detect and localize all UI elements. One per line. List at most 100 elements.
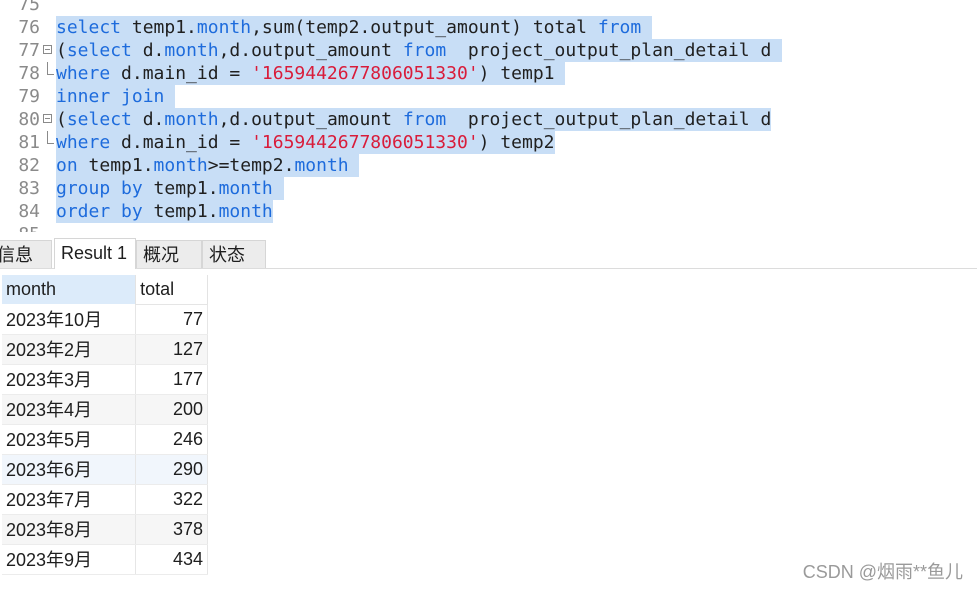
tab-info[interactable]: 信息 [0,240,52,268]
sql-identifier: ,sum(temp2.output_amount) total [251,17,598,38]
cell-total[interactable]: 322 [135,484,208,515]
column-header-month[interactable]: month [2,275,137,304]
column-header-total[interactable]: total [135,275,208,305]
code-text: (select d.month,d.output_amount from pro… [56,108,772,131]
watermark: CSDN @烟雨**鱼儿 [802,562,963,582]
sql-identifier: temp1. [77,155,154,176]
sql-identifier: d.main_id = [110,132,252,153]
cell-total[interactable]: 378 [135,514,208,545]
code-text: select temp1.month,sum(temp2.output_amou… [56,16,653,39]
sql-keyword: select [66,109,132,130]
code-text: order by temp1.month [56,200,273,223]
code-line[interactable]: 77 (select d.month,d.output_amount from p… [0,39,977,62]
line-number: 84 [18,201,40,222]
cell-month[interactable]: 2023年5月 [2,424,137,455]
sql-identifier: ,d.output_amount [218,40,403,61]
line-number: 76 [18,17,40,38]
sql-identifier: ) temp2 [478,132,555,153]
cell-month[interactable]: 2023年10月 [2,304,137,335]
sql-identifier [641,17,652,38]
code-line[interactable]: 85 [0,223,977,232]
line-number: 78 [18,63,40,84]
sql-keyword: month [196,17,252,38]
sql-string: '1659442677806051330' [251,63,479,84]
line-number: 75 [18,0,40,15]
sql-identifier: d. [131,40,165,61]
sql-keyword: month [164,40,219,61]
line-number: 80 [18,109,40,130]
cell-total[interactable]: 246 [135,424,208,455]
sql-identifier: temp1. [121,17,197,38]
sql-identifier [273,178,284,199]
cell-total[interactable]: 77 [135,304,208,335]
code-line[interactable]: 83 group by temp1.month [0,177,977,200]
code-line[interactable]: 84 order by temp1.month [0,200,977,223]
fold-collapse-icon[interactable] [42,108,54,131]
code-line[interactable]: 78 where d.main_id = '1659442677806051330… [0,62,977,85]
sql-identifier: ( [56,109,67,130]
code-text: inner join [56,85,176,108]
code-text: on temp1.month>=temp2.month [56,154,360,177]
code-text: group by temp1.month [56,177,284,200]
cell-month[interactable]: 2023年8月 [2,514,137,545]
cell-month[interactable]: 2023年2月 [2,334,137,365]
sql-identifier: ,d.output_amount [218,109,403,130]
sql-keyword: month [218,201,273,222]
sql-identifier: d.main_id = [110,63,252,84]
cell-total[interactable]: 177 [135,364,208,395]
tab-result-1[interactable]: Result 1 [54,238,136,269]
code-text: where d.main_id = '1659442677806051330')… [56,62,566,85]
cell-month[interactable]: 2023年9月 [2,544,137,575]
tab-overview[interactable]: 概况 [136,240,202,268]
cell-total[interactable]: 127 [135,334,208,365]
result-tabbar: 信息 Result 1 概况 状态 [0,238,977,269]
sql-identifier: project_output_plan_detail d [446,40,783,61]
fold-end-icon [42,131,54,154]
code-line[interactable]: 79 inner join [0,85,977,108]
code-text: where d.main_id = '1659442677806051330')… [56,131,555,154]
sql-keyword: where [56,132,111,153]
cell-month[interactable]: 2023年7月 [2,484,137,515]
sql-keyword: from [402,109,447,130]
cell-month[interactable]: 2023年3月 [2,364,137,395]
cell-month[interactable]: 2023年6月 [2,454,137,485]
line-number: 85 [0,223,40,232]
fold-collapse-icon[interactable] [42,39,54,62]
code-line[interactable]: 80 (select d.month,d.output_amount from p… [0,108,977,131]
sql-identifier: ) temp1 [478,63,566,84]
sql-keyword: month [294,155,349,176]
sql-identifier: temp1. [142,178,219,199]
line-number: 83 [18,178,40,199]
line-number: 79 [18,86,40,107]
line-number: 82 [18,155,40,176]
code-text: (select d.month,d.output_amount from pro… [56,39,783,62]
code-line[interactable]: 76 select temp1.month,sum(temp2.output_am… [0,16,977,39]
sql-keyword: where [56,63,111,84]
sql-identifier [349,155,360,176]
cell-month[interactable]: 2023年4月 [2,394,137,425]
cell-total[interactable]: 434 [135,544,208,575]
sql-identifier: temp1. [142,201,219,222]
cell-total[interactable]: 290 [135,454,208,485]
sql-keyword: month [218,178,273,199]
line-number: 77 [18,40,40,61]
sql-keyword: month [164,109,219,130]
sql-keyword: from [402,40,447,61]
tab-status[interactable]: 状态 [202,240,266,268]
sql-keyword: select [66,40,132,61]
cell-total[interactable]: 200 [135,394,208,425]
sql-identifier [164,86,175,107]
code-line[interactable]: 75 [0,0,977,16]
